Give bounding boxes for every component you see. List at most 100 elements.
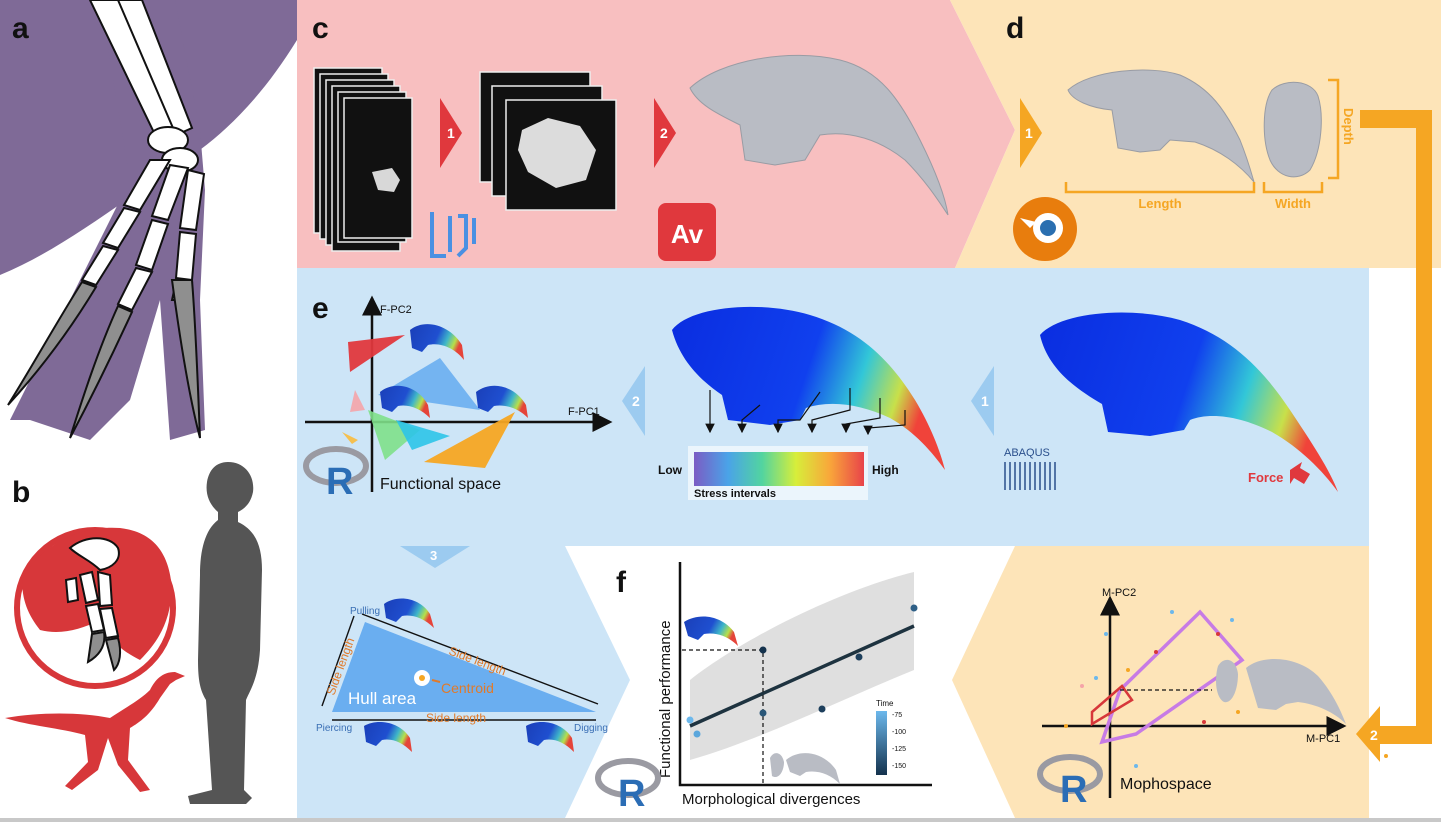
dino-hand-circle — [14, 527, 176, 689]
hull-claw-digging — [526, 722, 574, 752]
stress-low-label: Low — [658, 463, 683, 477]
morphospace-point — [1080, 684, 1084, 688]
time-legend-tick: -75 — [892, 712, 902, 719]
morphospace-point — [1154, 650, 1158, 654]
step-arrow-e2 — [622, 366, 645, 436]
regression-point — [910, 604, 918, 612]
fea-claw-full — [1040, 312, 1338, 492]
blender-logo — [1013, 197, 1077, 261]
stress-intervals-label: Stress intervals — [694, 488, 776, 500]
depth-bracket — [1328, 78, 1340, 180]
claw-3d-model-c — [689, 54, 949, 216]
morphospace-claw-model — [1246, 658, 1346, 724]
hull-side-length-bottom: Side length — [426, 711, 486, 725]
avizo-logo-text: Av — [671, 219, 704, 249]
regression-point — [693, 730, 701, 738]
step-arrow-e1 — [971, 366, 994, 436]
step-arrow-c2 — [654, 98, 676, 168]
step-label-e2: 2 — [632, 393, 640, 409]
regression-y-label: Functional performance — [657, 620, 674, 778]
morphospace-point — [1384, 754, 1388, 758]
morphospace-caption: Mophospace — [1120, 776, 1212, 793]
time-legend-title: Time — [876, 699, 894, 708]
hull-area-label: Hull area — [348, 689, 417, 708]
hull-triangle — [332, 622, 596, 712]
confidence-band — [690, 572, 914, 760]
step-label-c1: 1 — [447, 125, 455, 141]
morphospace-point — [1064, 724, 1068, 728]
r-logo-morphospace: R — [1037, 754, 1103, 811]
panel-label-e: e — [312, 292, 329, 325]
regression-point — [855, 653, 863, 661]
step-label-e3: 3 — [430, 548, 437, 563]
fea-claw-intervals — [672, 306, 945, 470]
morphospace-point — [1104, 632, 1108, 636]
time-legend-tick: -125 — [892, 746, 906, 753]
regression-point — [686, 716, 694, 724]
flow-arrow-d-to-morphospace — [1356, 110, 1432, 762]
regression-claw-section — [770, 753, 784, 778]
morphospace-point — [1230, 618, 1234, 622]
hull-digging-label: Digging — [574, 723, 608, 734]
time-legend-tick: -100 — [892, 729, 906, 736]
depth-label: Depth — [1341, 108, 1356, 145]
hull-claw-piercing — [364, 722, 412, 752]
regression-point — [759, 646, 767, 654]
morphospace-hull-purple — [1099, 609, 1245, 745]
r-logo-morphospace-text: R — [1060, 769, 1087, 811]
centroid-dot — [419, 675, 425, 681]
stress-high-label: High — [872, 463, 899, 477]
regression-claw-model — [786, 753, 840, 784]
morphospace-plot: M-PC2 M-PC1 — [1042, 587, 1388, 798]
functional-space-plot: F-PC2 F-PC1 — [305, 295, 613, 492]
step-label-d1: 1 — [1025, 125, 1033, 141]
centroid-leader — [431, 679, 441, 683]
morphospace-point — [1170, 610, 1174, 614]
abaqus-logo — [1004, 462, 1056, 490]
m-pc1-label: M-PC1 — [1306, 733, 1340, 745]
hull-piercing-label: Piercing — [316, 723, 352, 734]
morphospace-point — [1236, 710, 1240, 714]
stress-interval-leaders — [705, 388, 906, 436]
foot-claws — [7, 279, 201, 439]
regression-claw-fea — [684, 616, 738, 646]
avizo-logo — [658, 203, 716, 261]
time-legend-bar — [876, 711, 887, 775]
r-logo-e-text: R — [326, 461, 353, 503]
functional-space-caption: Functional space — [380, 476, 501, 493]
panel-label-d: d — [1006, 12, 1024, 45]
regression-axes — [678, 562, 932, 787]
regression-plot: Functional performance Morphological div… — [657, 562, 932, 808]
abaqus-logo-text: ABAQUS — [1004, 447, 1050, 459]
stress-colorbar — [694, 452, 864, 486]
m-pc2-label: M-PC2 — [1102, 587, 1136, 599]
morphospace-hull-red — [1090, 684, 1134, 727]
panel-label-b: b — [12, 476, 30, 509]
morphospace-point — [1126, 668, 1130, 672]
ct-slice-stack — [313, 67, 413, 252]
morphospace-point — [1134, 764, 1138, 768]
regression-point — [759, 709, 767, 717]
panel-label-a: a — [12, 12, 29, 45]
step-label-c2: 2 — [660, 125, 668, 141]
force-arrow — [1290, 462, 1310, 484]
claw-3d-model-d — [1067, 69, 1255, 183]
regression-x-label: Morphological divergences — [682, 791, 860, 808]
r-logo-f-text: R — [618, 773, 645, 815]
time-legend-tick: -150 — [892, 763, 906, 770]
centroid-label: Centroid — [441, 680, 494, 696]
regression-point — [818, 705, 826, 713]
claw-cross-section — [1263, 81, 1322, 178]
step-arrow-c1 — [440, 98, 462, 168]
morphospace-claw-section — [1216, 659, 1238, 703]
morphospace-point — [1094, 676, 1098, 680]
step-label-d2: 2 — [1370, 727, 1378, 743]
panel-label-f: f — [616, 566, 627, 599]
morphospace-point — [1216, 632, 1220, 636]
step-arrow-e3 — [400, 546, 470, 568]
width-label: Width — [1275, 196, 1311, 211]
force-label: Force — [1248, 470, 1283, 485]
step-arrow-d1 — [1020, 98, 1042, 168]
